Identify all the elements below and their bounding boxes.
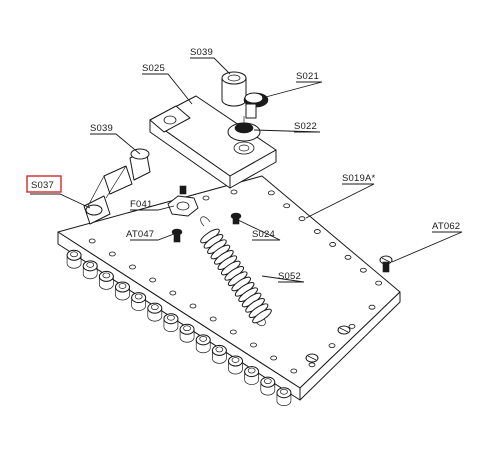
plate-hole xyxy=(229,329,237,335)
screw-s024 xyxy=(230,212,242,225)
nut xyxy=(167,185,199,217)
plate-hole xyxy=(313,229,321,234)
spring xyxy=(200,216,272,327)
label-at062: AT062 xyxy=(432,221,460,232)
plate-holes xyxy=(88,189,383,374)
thumb-screw xyxy=(243,92,269,119)
label-at047: AT047 xyxy=(126,229,154,240)
plate-hole xyxy=(283,203,291,209)
plate-hole xyxy=(88,238,96,244)
corner-screws xyxy=(305,325,351,363)
plate-hole xyxy=(344,254,352,260)
spring-coil xyxy=(252,308,272,324)
plate-hole xyxy=(375,280,383,286)
sleeve-top xyxy=(221,71,247,107)
label-s019a: S019A* xyxy=(342,173,376,184)
label-s052: S052 xyxy=(278,271,301,282)
leader-lines xyxy=(30,57,463,283)
plate-hole xyxy=(189,303,197,309)
label-s039-left: S039 xyxy=(90,123,113,134)
callout-labels: S039 S025 S021 S022 S039 S037 S019A* F04… xyxy=(31,47,460,282)
plate-hole xyxy=(230,189,238,195)
plate-hole xyxy=(169,290,177,296)
upper-bracket xyxy=(149,95,277,189)
plate-hole xyxy=(149,277,157,283)
knob xyxy=(227,116,261,142)
plate-hole xyxy=(329,242,337,247)
plate-hole xyxy=(298,216,306,222)
plate-hole xyxy=(328,343,336,349)
plate-hole xyxy=(308,362,316,368)
label-s025: S025 xyxy=(142,63,165,74)
plate-hole xyxy=(270,355,278,361)
plate-hole xyxy=(250,342,257,348)
plate-hole xyxy=(290,368,298,374)
label-s022: S022 xyxy=(294,121,317,132)
plate-hole xyxy=(348,323,356,329)
plate-hole xyxy=(267,190,275,196)
terminal-strip xyxy=(66,249,292,407)
screw-at047 xyxy=(171,228,183,243)
plate-hole xyxy=(129,264,136,270)
base-plate xyxy=(57,175,401,401)
screw-at062 xyxy=(379,255,393,273)
pin-assembly xyxy=(83,148,151,225)
plate-hole xyxy=(108,251,116,257)
label-s037: S037 xyxy=(31,180,54,191)
highlight-box xyxy=(26,175,62,193)
plate-hole xyxy=(209,316,217,322)
plate-hole xyxy=(202,195,210,201)
label-s021: S021 xyxy=(296,71,319,82)
label-s039-top: S039 xyxy=(190,47,213,58)
plate-hole xyxy=(368,304,376,310)
label-f041: F041 xyxy=(130,199,152,210)
plate-hole xyxy=(359,267,367,273)
label-s024: S024 xyxy=(252,229,275,240)
